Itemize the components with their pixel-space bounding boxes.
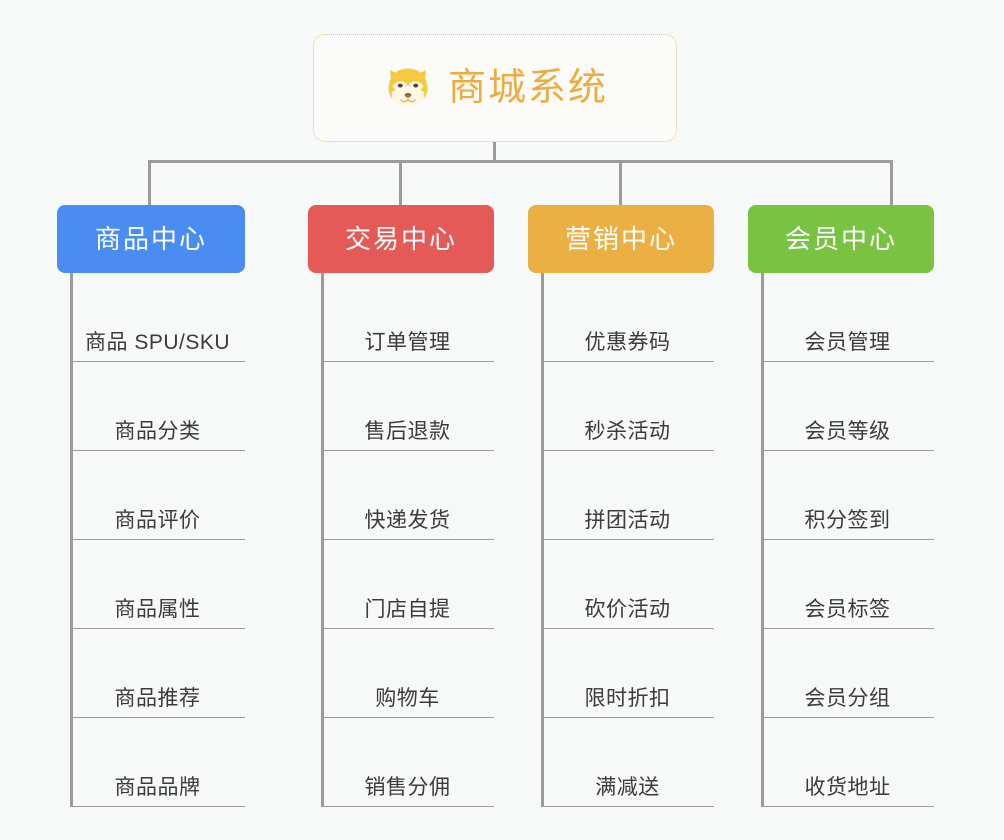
leaf-label: 满减送 — [595, 775, 660, 799]
leaf-item[interactable]: 商品属性 — [70, 540, 245, 629]
connector-root-stem — [493, 142, 496, 162]
leaf-label: 商品分类 — [114, 419, 201, 443]
leaf-label: 商品属性 — [114, 597, 201, 621]
leaf-item[interactable]: 会员等级 — [761, 362, 934, 451]
leaf-label: 拼团活动 — [584, 508, 671, 532]
leaf-item[interactable]: 会员标签 — [761, 540, 934, 629]
branch-items-3: 优惠券码 秒杀活动 拼团活动 砍价活动 限时折扣 满减送 — [528, 273, 714, 807]
leaf-label: 售后退款 — [364, 419, 451, 443]
leaf-label: 商品 SPU/SKU — [84, 330, 231, 354]
connector-drop-branch-3 — [619, 160, 622, 205]
connector-drop-branch-2 — [399, 160, 402, 205]
branch-header-4[interactable]: 会员中心 — [748, 205, 934, 273]
leaf-label: 快递发货 — [364, 508, 451, 532]
branch-label: 会员中心 — [784, 224, 897, 254]
leaf-label: 商品评价 — [114, 508, 201, 532]
leaf-label: 会员管理 — [804, 330, 891, 354]
leaf-item[interactable]: 销售分佣 — [321, 718, 494, 807]
leaf-item[interactable]: 拼团活动 — [541, 451, 714, 540]
connector-drop-branch-1 — [148, 160, 151, 205]
leaf-label: 限时折扣 — [584, 686, 671, 710]
branch-items-2: 订单管理 售后退款 快递发货 门店自提 购物车 销售分佣 — [308, 273, 494, 807]
leaf-label: 会员等级 — [804, 419, 891, 443]
branch-label: 营销中心 — [564, 224, 677, 254]
leaf-label: 商品品牌 — [114, 775, 201, 799]
leaf-item[interactable]: 秒杀活动 — [541, 362, 714, 451]
leaf-label: 会员分组 — [804, 686, 891, 710]
leaf-item[interactable]: 满减送 — [541, 718, 714, 807]
branch-trunk-line — [761, 273, 764, 807]
leaf-label: 订单管理 — [364, 330, 451, 354]
leaf-item[interactable]: 商品分类 — [70, 362, 245, 451]
leaf-label: 门店自提 — [364, 597, 451, 621]
leaf-label: 收货地址 — [804, 775, 891, 799]
connector-drop-branch-4 — [890, 160, 893, 205]
leaf-item[interactable]: 订单管理 — [321, 273, 494, 362]
leaf-item[interactable]: 快递发货 — [321, 451, 494, 540]
branch-label: 商品中心 — [94, 224, 207, 254]
branch-header-3[interactable]: 营销中心 — [528, 205, 714, 273]
leaf-label: 商品推荐 — [114, 686, 201, 710]
leaf-label: 会员标签 — [804, 597, 891, 621]
branch-trunk-line — [321, 273, 324, 807]
leaf-item[interactable]: 会员分组 — [761, 629, 934, 718]
leaf-item[interactable]: 门店自提 — [321, 540, 494, 629]
leaf-label: 购物车 — [375, 686, 440, 710]
leaf-label: 销售分佣 — [364, 775, 451, 799]
leaf-item[interactable]: 砍价活动 — [541, 540, 714, 629]
leaf-label: 秒杀活动 — [584, 419, 671, 443]
shiba-dog-face-icon — [382, 62, 434, 114]
branch-column-1: 商品中心 商品 SPU/SKU 商品分类 商品评价 商品属性 商品推荐 商品品牌 — [57, 205, 245, 807]
leaf-item[interactable]: 收货地址 — [761, 718, 934, 807]
branch-items-1: 商品 SPU/SKU 商品分类 商品评价 商品属性 商品推荐 商品品牌 — [57, 273, 245, 807]
leaf-item[interactable]: 优惠券码 — [541, 273, 714, 362]
branch-items-4: 会员管理 会员等级 积分签到 会员标签 会员分组 收货地址 — [748, 273, 934, 807]
root-node[interactable]: 商城系统 — [313, 34, 677, 142]
branch-header-1[interactable]: 商品中心 — [57, 205, 245, 273]
leaf-label: 积分签到 — [804, 508, 891, 532]
branch-header-2[interactable]: 交易中心 — [308, 205, 494, 273]
leaf-item[interactable]: 商品推荐 — [70, 629, 245, 718]
leaf-item[interactable]: 商品评价 — [70, 451, 245, 540]
leaf-label: 砍价活动 — [584, 597, 671, 621]
leaf-item[interactable]: 会员管理 — [761, 273, 934, 362]
root-label: 商城系统 — [447, 67, 608, 109]
branch-column-2: 交易中心 订单管理 售后退款 快递发货 门店自提 购物车 销售分佣 — [308, 205, 494, 807]
leaf-item[interactable]: 商品品牌 — [70, 718, 245, 807]
leaf-item[interactable]: 商品 SPU/SKU — [70, 273, 245, 362]
connector-horizontal-bus — [148, 160, 892, 163]
leaf-item[interactable]: 积分签到 — [761, 451, 934, 540]
branch-trunk-line — [70, 273, 73, 807]
branch-column-3: 营销中心 优惠券码 秒杀活动 拼团活动 砍价活动 限时折扣 满减送 — [528, 205, 714, 807]
branch-trunk-line — [541, 273, 544, 807]
branch-label: 交易中心 — [344, 224, 457, 254]
branch-column-4: 会员中心 会员管理 会员等级 积分签到 会员标签 会员分组 收货地址 — [748, 205, 934, 807]
leaf-item[interactable]: 限时折扣 — [541, 629, 714, 718]
leaf-item[interactable]: 购物车 — [321, 629, 494, 718]
leaf-item[interactable]: 售后退款 — [321, 362, 494, 451]
leaf-label: 优惠券码 — [584, 330, 671, 354]
